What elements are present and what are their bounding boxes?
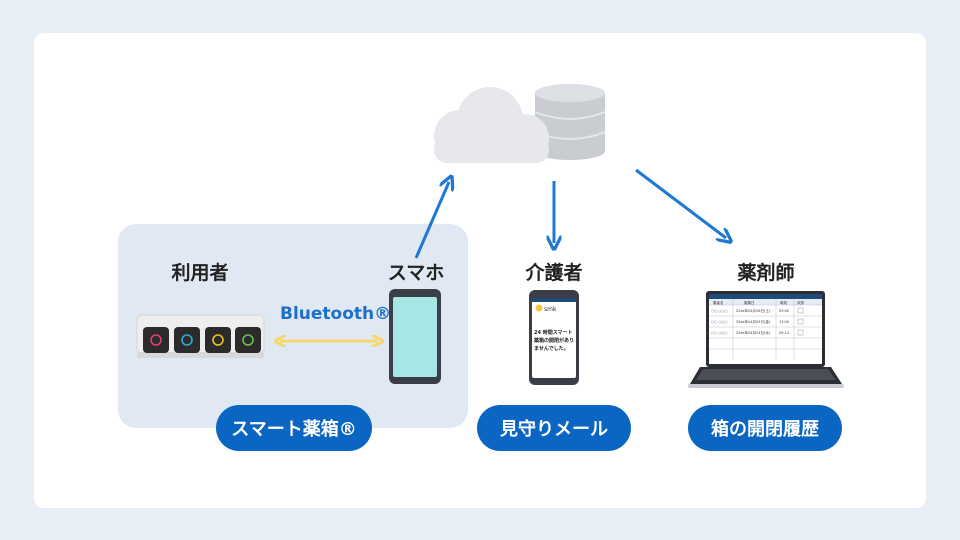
table-header: 状態	[797, 300, 805, 305]
table-cell: 09:12	[779, 331, 789, 335]
app-name: smk	[544, 306, 557, 313]
table-cell: 13:00	[779, 320, 789, 324]
smartphone-icon	[389, 289, 441, 384]
bluetooth-label: Bluetooth®	[280, 304, 392, 324]
table-cell: 20xx年04月24日(木)	[736, 330, 771, 335]
caregiver-label: 介護者	[525, 262, 583, 284]
table-cell: ○○ ○○○	[711, 309, 727, 313]
arrow-smartphone-to-cloud	[414, 182, 449, 259]
table-cell: ○○ ○○○	[711, 331, 727, 335]
watch-message: 24 時間スマート薬箱の開閉がありませんでした。	[534, 330, 575, 352]
smartphone-label: スマホ	[387, 262, 445, 284]
laptop-table: 患者名 服薬日 時刻 状態 ○○ ○○○ 20xx年04月26日(土) 09:0…	[711, 300, 805, 335]
watch-mail-pill: 見守りメール	[477, 405, 631, 451]
table-cell: 20xx年04月25日(金)	[736, 319, 771, 324]
arrow-cloud-to-pharmacist	[635, 168, 726, 238]
table-header: 患者名	[713, 300, 724, 305]
pharmacist-label: 薬剤師	[737, 262, 795, 284]
laptop-icon	[688, 291, 844, 388]
table-cell: 09:00	[779, 309, 789, 313]
table-header: 服薬日	[744, 300, 755, 305]
user-label: 利用者	[171, 262, 229, 284]
medicine-box-icon	[136, 314, 265, 358]
table-header: 時刻	[780, 300, 788, 305]
caregiver-phone-icon	[529, 290, 579, 385]
table-cell: ○○ ○○○	[711, 320, 727, 324]
history-pill: 箱の開閉履歴	[688, 405, 842, 451]
table-cell: 20xx年04月26日(土)	[736, 308, 771, 313]
smart-box-pill: スマート薬箱®	[216, 405, 372, 451]
cloud-icon	[434, 87, 549, 163]
